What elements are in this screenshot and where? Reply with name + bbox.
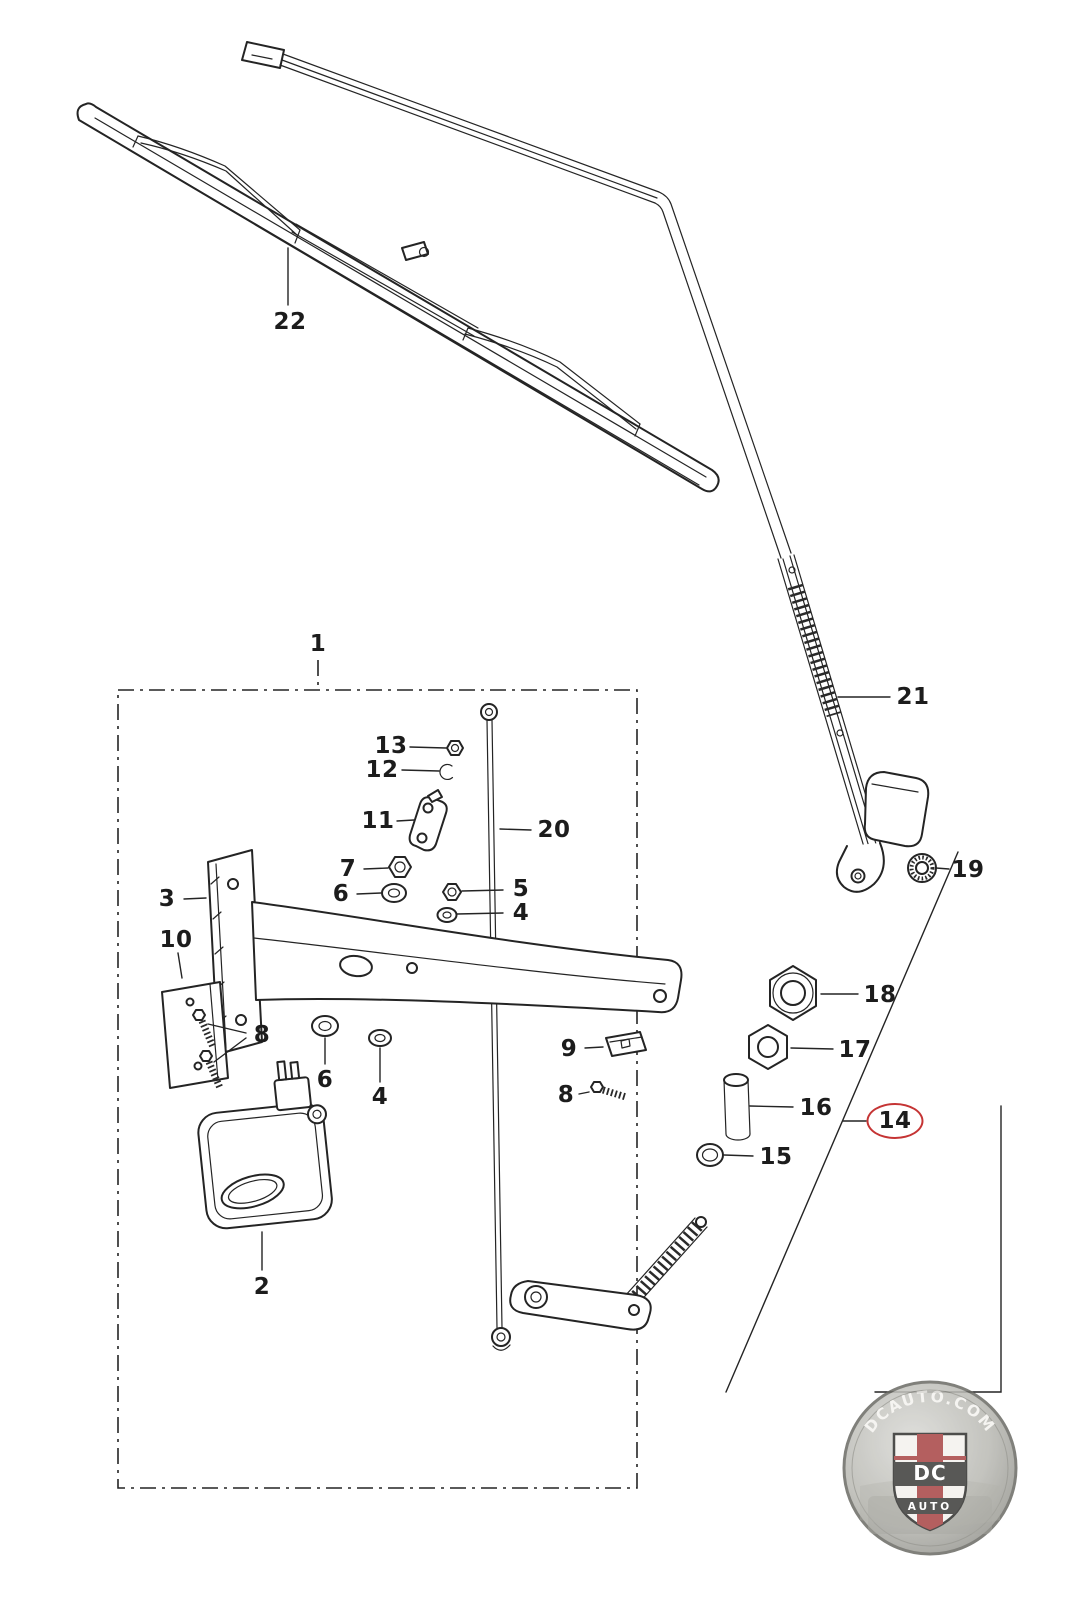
- bracket-screws-art: [192, 1009, 224, 1090]
- right-hardware-art: [696, 965, 817, 1167]
- group-reference-lines: [725, 851, 1002, 1393]
- wiper-shaft-lever-art: [509, 1216, 708, 1331]
- wiper-blade-art: [76, 102, 720, 493]
- wiper-arm-art: [241, 41, 930, 893]
- wiper-motor-art: [197, 1060, 333, 1230]
- small-bracket-art: [161, 981, 229, 1089]
- assembly-boundary: [117, 660, 638, 1489]
- shaft-nut-art: [907, 853, 937, 883]
- watermark-badge: DCAUTO.COM DC AUTO: [842, 1380, 1018, 1556]
- small-hardware-art: [311, 740, 647, 1101]
- leader-lines: [177, 247, 950, 1271]
- watermark-shield: DC AUTO: [892, 1432, 968, 1532]
- linkage-rod-art: [480, 703, 511, 1351]
- watermark-shield-top-text: DC: [913, 1461, 946, 1485]
- watermark-shield-bottom-text: AUTO: [908, 1501, 952, 1513]
- mounting-bracket-art: [207, 849, 683, 1055]
